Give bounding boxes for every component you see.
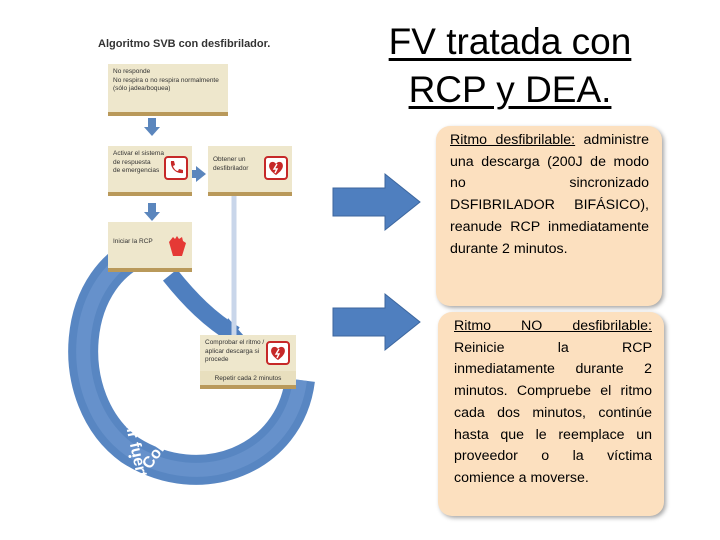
arrow-to-second-note — [332, 292, 421, 352]
box5-line2: aplicar descarga si — [205, 347, 260, 355]
box1-line3: (sólo jadea/boquea) — [113, 85, 171, 92]
defibrillator-icon — [264, 156, 288, 180]
algorithm-title: Algoritmo SVB con desfibrilador. — [98, 38, 271, 50]
slide-title-line1: FV tratada con — [388, 21, 632, 62]
note2-heading: Ritmo NO desfibrilable: — [454, 318, 652, 334]
defibrillator-icon-2 — [266, 341, 290, 365]
note-no-desfibrilable: Ritmo NO desfibrilable: Reinicie la RCP … — [438, 312, 664, 516]
box2-line2: de respuesta — [113, 158, 151, 166]
box3-line2: desfibrilador — [213, 164, 249, 172]
arrow-right — [196, 166, 206, 182]
circle-dot: • — [128, 451, 132, 463]
note2-text: Reinicie la RCP inmediatamente durante 2… — [454, 339, 652, 486]
slide-title-line2: RCP y DEA. — [408, 69, 612, 110]
box1-line1: No responde — [113, 68, 151, 75]
phone-icon — [164, 156, 188, 180]
box5-line1: Comprobar el ritmo / — [205, 339, 265, 346]
box3-line1: Obtener un — [213, 156, 246, 163]
box-repetir: Repetir cada 2 minutos — [200, 371, 296, 389]
box-obtener-desfibrilador: Obtener un desfibrilador — [208, 146, 292, 196]
box-activar-sistema: Activar el sistema de respuesta de emerg… — [108, 146, 192, 196]
arrow-down-1 — [144, 127, 160, 136]
arrow-down-2 — [144, 212, 160, 221]
note-desfibrilable: Ritmo desfibrilable: administre una desc… — [436, 126, 662, 306]
hand-icon — [164, 232, 188, 256]
note1-heading: Ritmo desfibrilable: — [450, 132, 576, 148]
arrow-to-first-note — [332, 172, 421, 232]
box-iniciar-rcp: Iniciar la RCP — [108, 222, 192, 272]
box2-line3: de emergencias — [113, 167, 160, 174]
rcp-to-check-arrow — [162, 269, 240, 343]
slide-title: FV tratada con RCP y DEA. — [360, 18, 660, 114]
box5-line3: procede — [205, 356, 229, 363]
box-no-responde: No responde No respira o no respira norm… — [108, 64, 228, 116]
svg-text:•: • — [128, 451, 132, 463]
box5-sub: Repetir cada 2 minutos — [214, 375, 282, 382]
box2-line1: Activar el sistema — [113, 150, 164, 157]
box1-line2: No respira o no respira normalmente — [113, 76, 219, 84]
box4-line1: Iniciar la RCP — [113, 238, 153, 245]
note1-text: administre una descarga (200J de modo no… — [450, 132, 649, 257]
